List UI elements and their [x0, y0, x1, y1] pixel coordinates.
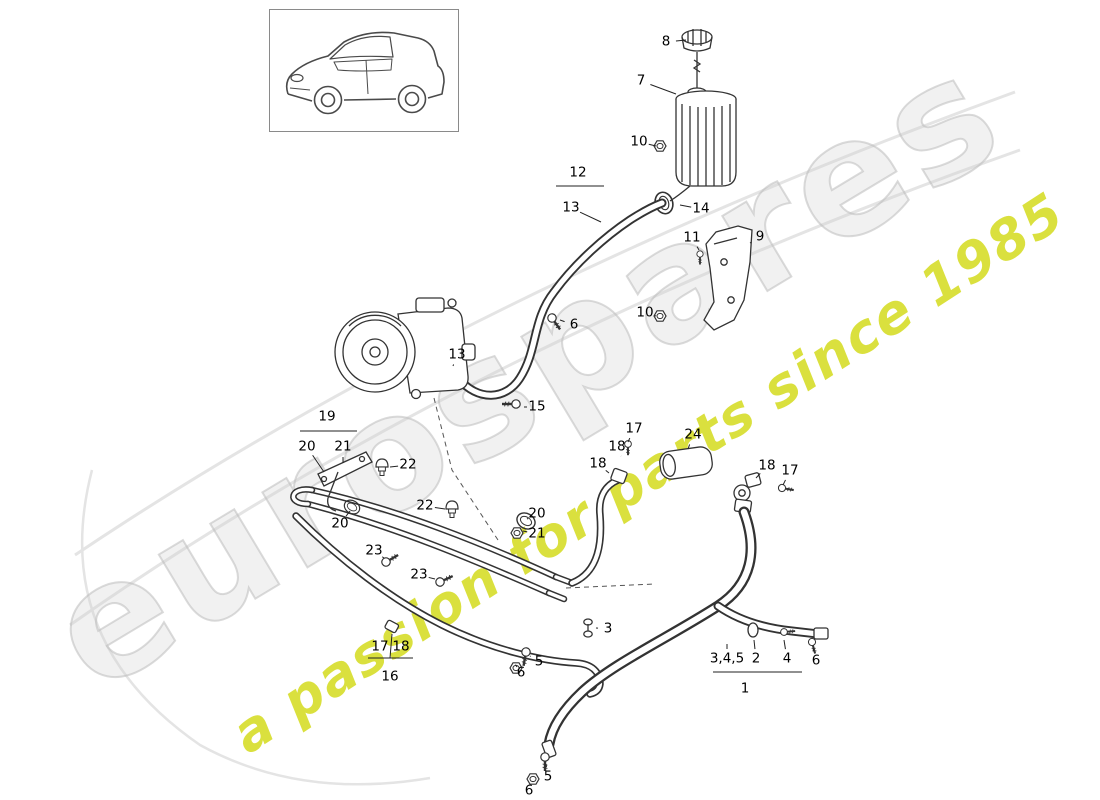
callout-17[interactable]: 17: [371, 638, 389, 655]
callout-9[interactable]: 9: [755, 228, 765, 245]
callout-6[interactable]: 6: [516, 664, 526, 681]
callout-22[interactable]: 22: [399, 456, 417, 473]
callout-leader: [522, 530, 528, 533]
part-valve-24[interactable]: [610, 446, 762, 488]
nut-part-21b[interactable]: [510, 527, 524, 539]
background-swoosh: [69, 90, 1021, 786]
callout-leader: [381, 556, 385, 559]
callout-21[interactable]: 21: [334, 438, 352, 455]
callout-leader: [428, 576, 436, 580]
callout-23[interactable]: 23: [365, 542, 383, 559]
callout-10[interactable]: 10: [630, 133, 648, 150]
callout-leader: [648, 143, 657, 147]
callout-20[interactable]: 20: [331, 515, 349, 532]
callout-20[interactable]: 20: [528, 505, 546, 522]
callout-13[interactable]: 13: [562, 199, 580, 216]
callout-4[interactable]: 4: [782, 650, 792, 667]
callout-21[interactable]: 21: [528, 525, 546, 542]
vehicle-illustration: [285, 31, 445, 115]
callout-17[interactable]: 17: [625, 420, 643, 437]
callout-leader: [675, 39, 687, 42]
callout-leader: [783, 639, 786, 650]
callout-leader: [515, 664, 518, 668]
callout-1[interactable]: 1: [740, 680, 750, 697]
callout-leader: [579, 211, 602, 223]
part-pump[interactable]: [334, 297, 476, 400]
callout-16[interactable]: 16: [381, 668, 399, 685]
construction-lines: [433, 397, 655, 589]
callout-leader: [749, 241, 752, 244]
callout-leader: [389, 465, 399, 468]
callout-leader: [627, 437, 631, 443]
callout-13[interactable]: 13: [448, 346, 466, 363]
callout-6[interactable]: 6: [811, 652, 821, 669]
callout-leader: [452, 364, 455, 367]
callout-17[interactable]: 17: [781, 462, 799, 479]
callout-22[interactable]: 22: [416, 497, 434, 514]
callout-leader: [434, 506, 446, 510]
callout-18[interactable]: 18: [608, 438, 626, 455]
callout-6[interactable]: 6: [524, 782, 534, 799]
callout-6[interactable]: 6: [569, 316, 579, 333]
callout-leader: [312, 454, 325, 473]
callout-12[interactable]: 12: [569, 164, 587, 181]
callout-2[interactable]: 2: [751, 650, 761, 667]
callout-3[interactable]: 3: [603, 620, 613, 637]
callout-leader: [526, 518, 529, 520]
callout-leader: [345, 510, 351, 517]
callout-leader: [755, 473, 761, 479]
callout-leader: [753, 639, 756, 650]
part-bracket-9[interactable]: [703, 225, 753, 331]
callout-18[interactable]: 18: [392, 638, 410, 655]
callout-10[interactable]: 10: [636, 304, 654, 321]
callout-leader: [605, 469, 610, 474]
callout-leader: [687, 444, 691, 450]
callout-leader: [696, 246, 700, 251]
callout-7[interactable]: 7: [636, 72, 646, 89]
callout-19[interactable]: 19: [318, 408, 336, 425]
leader-lines: [300, 39, 815, 782]
part-mount-bracket-19[interactable]: [317, 451, 373, 512]
callout-3-4-5[interactable]: 3,4,5: [709, 650, 745, 667]
callout-24[interactable]: 24: [684, 426, 702, 443]
callout-18[interactable]: 18: [758, 457, 776, 474]
callout-leader: [559, 319, 565, 323]
callout-18[interactable]: 18: [589, 455, 607, 472]
bolt-part-17b[interactable]: [776, 482, 796, 495]
callout-leader: [812, 647, 815, 652]
part-pressure-hose-1[interactable]: [541, 484, 829, 759]
bracket-rule: [389, 633, 393, 659]
callout-leader: [679, 204, 692, 208]
callout-5[interactable]: 5: [543, 768, 553, 785]
callout-15[interactable]: 15: [528, 398, 546, 415]
part-bolt-3[interactable]: [583, 618, 593, 638]
callout-leader: [782, 479, 786, 486]
callout-5[interactable]: 5: [534, 653, 544, 670]
callout-23[interactable]: 23: [410, 566, 428, 583]
callout-8[interactable]: 8: [661, 33, 671, 50]
vehicle-thumbnail[interactable]: [269, 9, 459, 132]
callout-leader: [650, 84, 677, 95]
callout-20[interactable]: 20: [298, 438, 316, 455]
part-reservoir[interactable]: [669, 29, 737, 202]
callout-14[interactable]: 14: [692, 200, 710, 217]
callout-11[interactable]: 11: [683, 229, 701, 246]
part-cooler-lines[interactable]: [290, 476, 622, 698]
